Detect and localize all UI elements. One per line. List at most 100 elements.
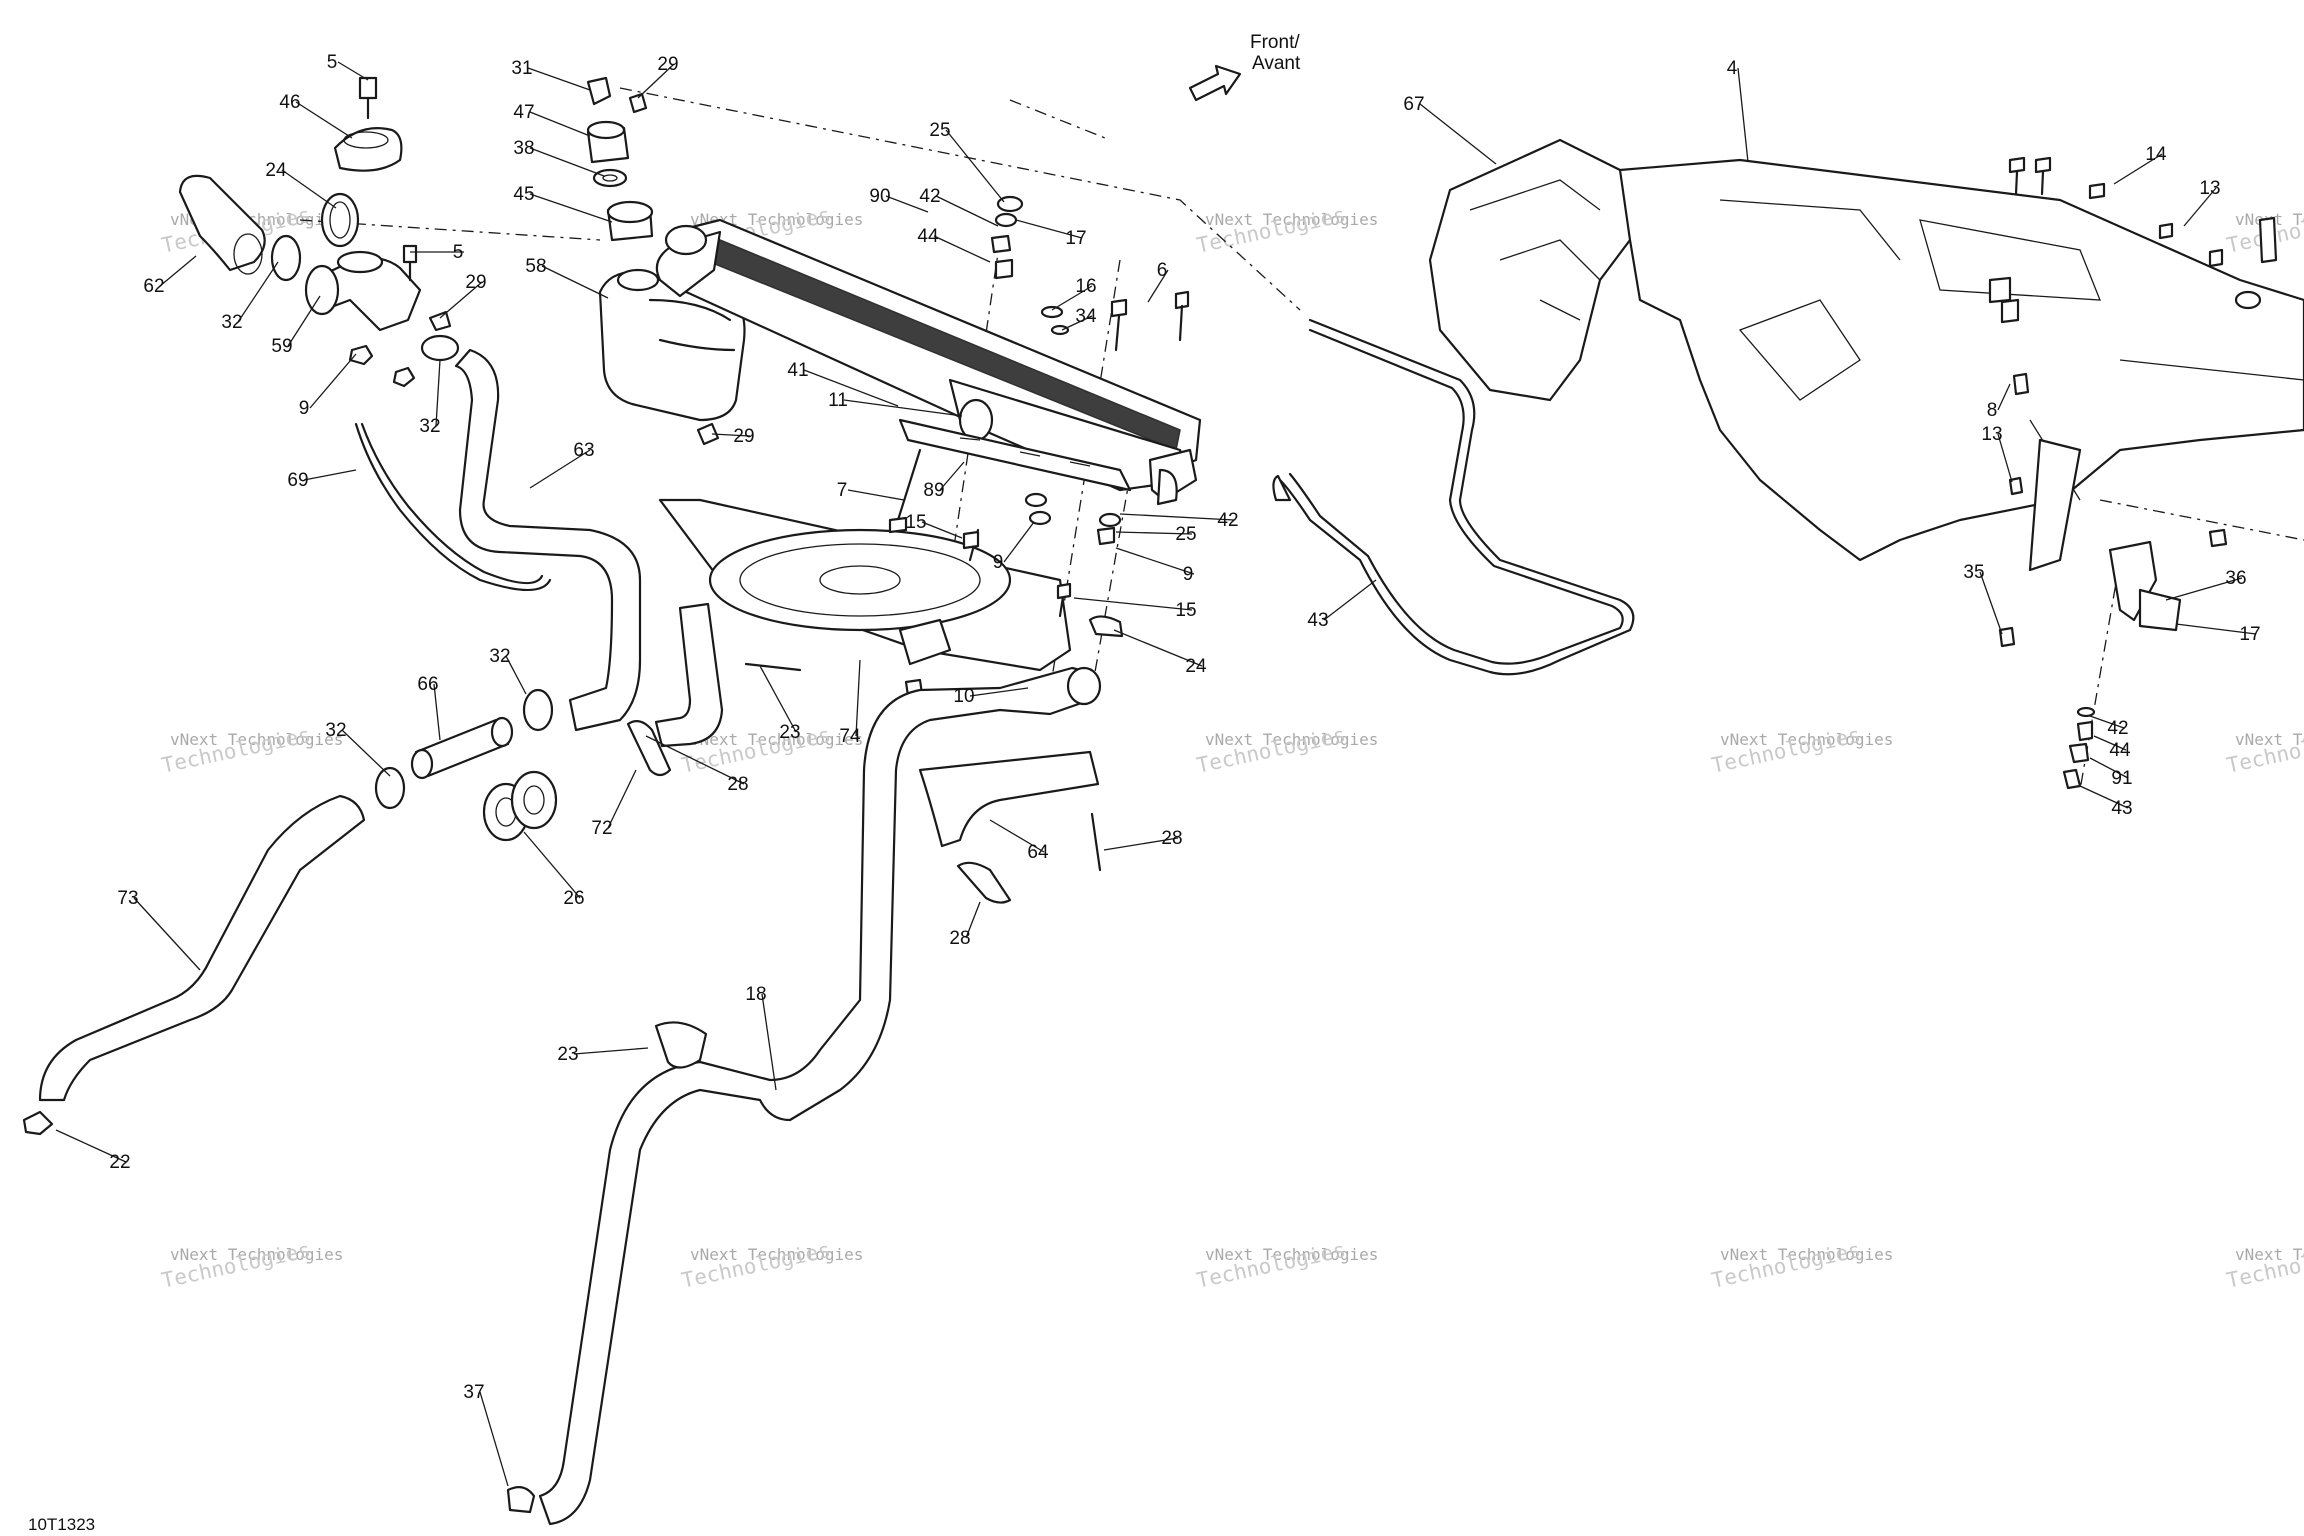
callout-number: 18 <box>745 984 766 1005</box>
watermark-text: vNext Technologies <box>170 1245 343 1264</box>
callout-number: 69 <box>287 470 308 491</box>
leader-line <box>607 769 637 829</box>
leader-line <box>309 353 357 409</box>
leader-line <box>337 61 369 81</box>
clip-23-left <box>22 1110 54 1136</box>
leader-line <box>295 101 353 139</box>
watermark-text: vNext Technologies <box>1205 1245 1378 1264</box>
fan-shroud-74 <box>658 448 1124 698</box>
callout-number: 66 <box>417 674 438 695</box>
callout-number: 5 <box>327 52 338 73</box>
callout-number: 36 <box>2225 568 2246 589</box>
callout-number: 62 <box>143 276 164 297</box>
clip-28-loop <box>626 719 672 777</box>
leader-line <box>1003 521 1035 563</box>
callout-number: 43 <box>1307 610 1328 631</box>
callout-number: 74 <box>839 726 861 747</box>
hose-63 <box>454 348 642 732</box>
clip-28-lower <box>956 861 1012 904</box>
callout-number: 24 <box>265 160 287 181</box>
leader-line <box>1115 547 1195 575</box>
leader-line <box>435 359 441 427</box>
watermark-text: vNext Technologies <box>2235 1245 2304 1264</box>
callout-number: 32 <box>489 646 510 667</box>
coolant-reservoir-58 <box>586 76 746 446</box>
callout-number: 28 <box>1161 828 1182 849</box>
callout-number: 41 <box>787 360 808 381</box>
leader-line <box>1737 67 1749 163</box>
callout-number: 29 <box>733 426 754 447</box>
leader-line <box>573 1047 649 1055</box>
leader-line <box>637 63 675 99</box>
callout-number: 59 <box>271 336 292 357</box>
front-direction-arrow <box>1188 64 1242 102</box>
leader-line <box>969 687 1029 697</box>
clamp-18 <box>654 1021 708 1069</box>
callout-number: 91 <box>2111 768 2132 789</box>
leader-line <box>1115 531 1193 535</box>
leader-line <box>55 1129 127 1163</box>
callout-number: 9 <box>1183 564 1194 585</box>
leader-line <box>939 461 965 491</box>
leader-line <box>523 831 581 899</box>
leader-line <box>529 193 613 223</box>
leader-line <box>1061 315 1093 331</box>
callout-number: 44 <box>2109 740 2131 761</box>
callout-number: 7 <box>837 480 848 501</box>
leader-line <box>965 901 981 939</box>
callout-number: 10 <box>953 686 974 707</box>
leader-line <box>935 195 999 227</box>
callout-number: 42 <box>2107 718 2128 739</box>
callout-number: 89 <box>923 480 944 501</box>
callout-number: 4 <box>1727 58 1738 79</box>
leader-line <box>439 281 483 319</box>
leader-line <box>989 819 1045 853</box>
leader-line <box>2165 577 2243 601</box>
radiator-90 <box>655 195 1202 506</box>
watermark-text: vNext Technologies <box>690 1245 863 1264</box>
leader-line <box>711 433 751 437</box>
leader-lines <box>55 61 2257 1487</box>
callout-number: 13 <box>2199 178 2220 199</box>
callout-number: 58 <box>525 256 546 277</box>
leader-line <box>2113 153 2163 185</box>
leader-line <box>933 235 991 263</box>
callout-number: 28 <box>727 774 748 795</box>
watermark-text: vNext Technologies <box>2235 730 2304 749</box>
front-label: Front/ <box>1250 32 1300 53</box>
callout-number: 23 <box>557 1044 578 1065</box>
clamp-22 <box>506 1485 536 1514</box>
watermark-text: vNext Technologies <box>1720 1245 1893 1264</box>
filler-neck-assembly <box>178 76 460 388</box>
callout-number: 22 <box>109 1152 130 1173</box>
callout-number: 45 <box>513 184 534 205</box>
leader-line <box>2093 735 2127 751</box>
callout-number: 15 <box>905 512 926 533</box>
leader-line <box>159 255 197 287</box>
leader-line <box>2175 623 2257 635</box>
leader-line <box>1051 285 1093 311</box>
callout-number: 64 <box>1027 842 1049 863</box>
leader-line <box>133 897 201 971</box>
leader-line <box>885 195 929 213</box>
tie-strap-28-right <box>1090 812 1102 872</box>
body-panel-67 <box>1618 158 2304 572</box>
leader-line <box>1419 103 1497 165</box>
leader-line <box>287 295 321 347</box>
pipe-66-assembly <box>374 688 558 842</box>
leader-line <box>2079 785 2129 809</box>
callout-number: 37 <box>463 1382 484 1403</box>
callout-number: 34 <box>1075 306 1097 327</box>
callout-number: 17 <box>1065 228 1086 249</box>
avant-label: Avant <box>1252 53 1301 74</box>
callout-number: 42 <box>919 186 940 207</box>
callout-number: 67 <box>1403 94 1424 115</box>
watermark-text: vNext Technologies <box>170 730 343 749</box>
callout-number: 9 <box>993 552 1004 573</box>
right-fasteners <box>1988 156 2278 790</box>
callout-number: 8 <box>1987 400 1998 421</box>
hose-43-small <box>654 602 724 748</box>
hose-73 <box>538 666 1102 1526</box>
leader-line <box>527 67 591 91</box>
